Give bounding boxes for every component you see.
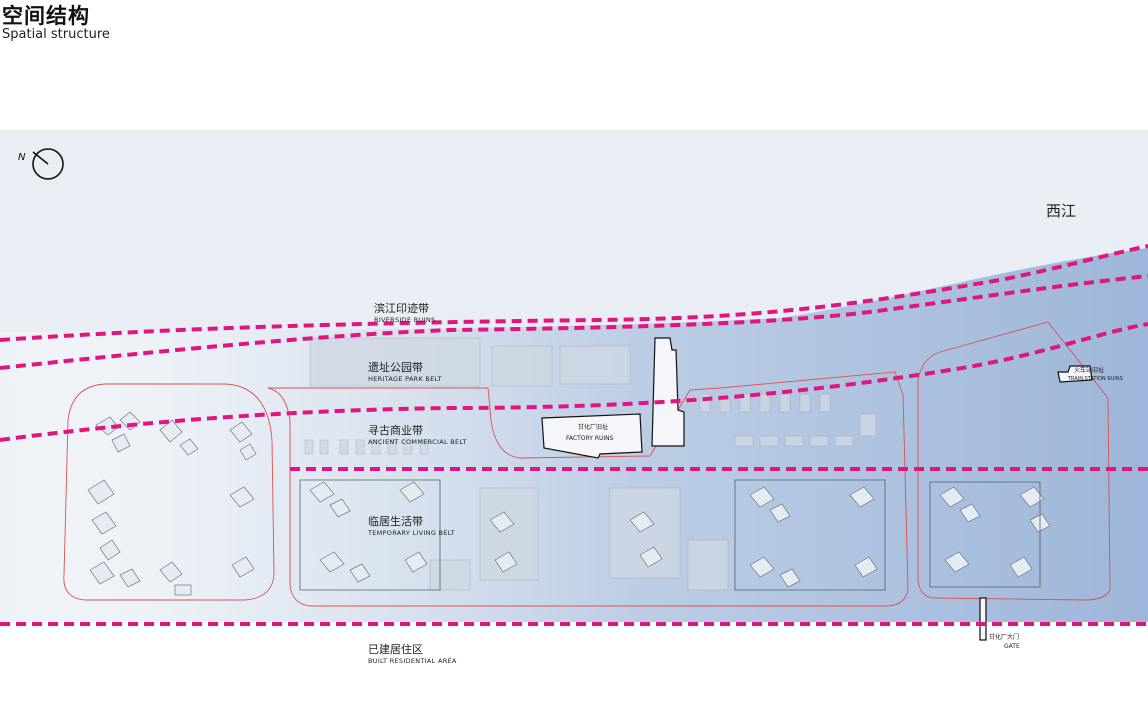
gate-post xyxy=(979,597,987,641)
station-ruins-outline xyxy=(1057,365,1093,383)
belt-label-heritage-cn: 遗址公园带 xyxy=(368,360,423,374)
gate-label-cn: 甘化厂大门 xyxy=(989,633,1019,641)
north-arrow: N xyxy=(18,148,64,180)
belt-label-riverside-en: RIVERSIDE RUINS xyxy=(374,316,435,324)
gate-label-en: GATE xyxy=(1004,643,1020,650)
compass-icon xyxy=(32,148,64,180)
block-outlines xyxy=(299,479,1041,591)
belt-line-2 xyxy=(0,274,1148,370)
belt-label-commercial-en: ANCIENT COMMERCIAL BELT xyxy=(368,438,467,446)
tower-outline xyxy=(651,337,685,447)
belt-label-living-en: TEMPORARY LIVING BELT xyxy=(367,529,455,537)
page-title: 空间结构 xyxy=(2,4,90,28)
belt-label-living-cn: 临居生活带 xyxy=(368,514,423,528)
station-label-en: TRAIN STATION RUINS xyxy=(1067,376,1123,382)
river-label: 西江 xyxy=(1046,202,1076,220)
boundary-heritage-belt xyxy=(267,371,909,607)
belt-lines xyxy=(0,244,1148,626)
station-label-cn: 火车站旧址 xyxy=(1074,366,1104,374)
river-area xyxy=(0,130,1148,332)
factory-ruins-outline xyxy=(541,413,643,459)
factory-label-cn: 甘化厂旧址 xyxy=(578,423,608,431)
belt-label-commercial-cn: 寻古商业带 xyxy=(368,423,423,437)
site-boundaries xyxy=(63,321,1111,607)
building-blocks xyxy=(304,337,877,591)
boundary-west-residential xyxy=(63,383,275,601)
residential-buildings xyxy=(87,411,1051,596)
compass-label: N xyxy=(18,152,26,163)
landmark-outlines xyxy=(541,337,1093,641)
belt-label-heritage-en: HERITAGE PARK BELT xyxy=(368,375,442,383)
factory-label-en: FACTORY RUINS xyxy=(566,435,614,442)
boundary-east-block xyxy=(917,321,1111,601)
belt-label-riverside-cn: 滨江印迹带 xyxy=(374,301,429,315)
belt-line-3 xyxy=(0,322,1148,442)
belt-label-built-cn: 已建居住区 xyxy=(368,642,423,656)
page-subtitle: Spatial structure xyxy=(2,27,110,42)
bottom-fade xyxy=(0,640,1148,707)
belt-label-built-en: BUILT RESIDENTIAL AREA xyxy=(368,657,457,665)
belt-line-1 xyxy=(0,244,1148,342)
